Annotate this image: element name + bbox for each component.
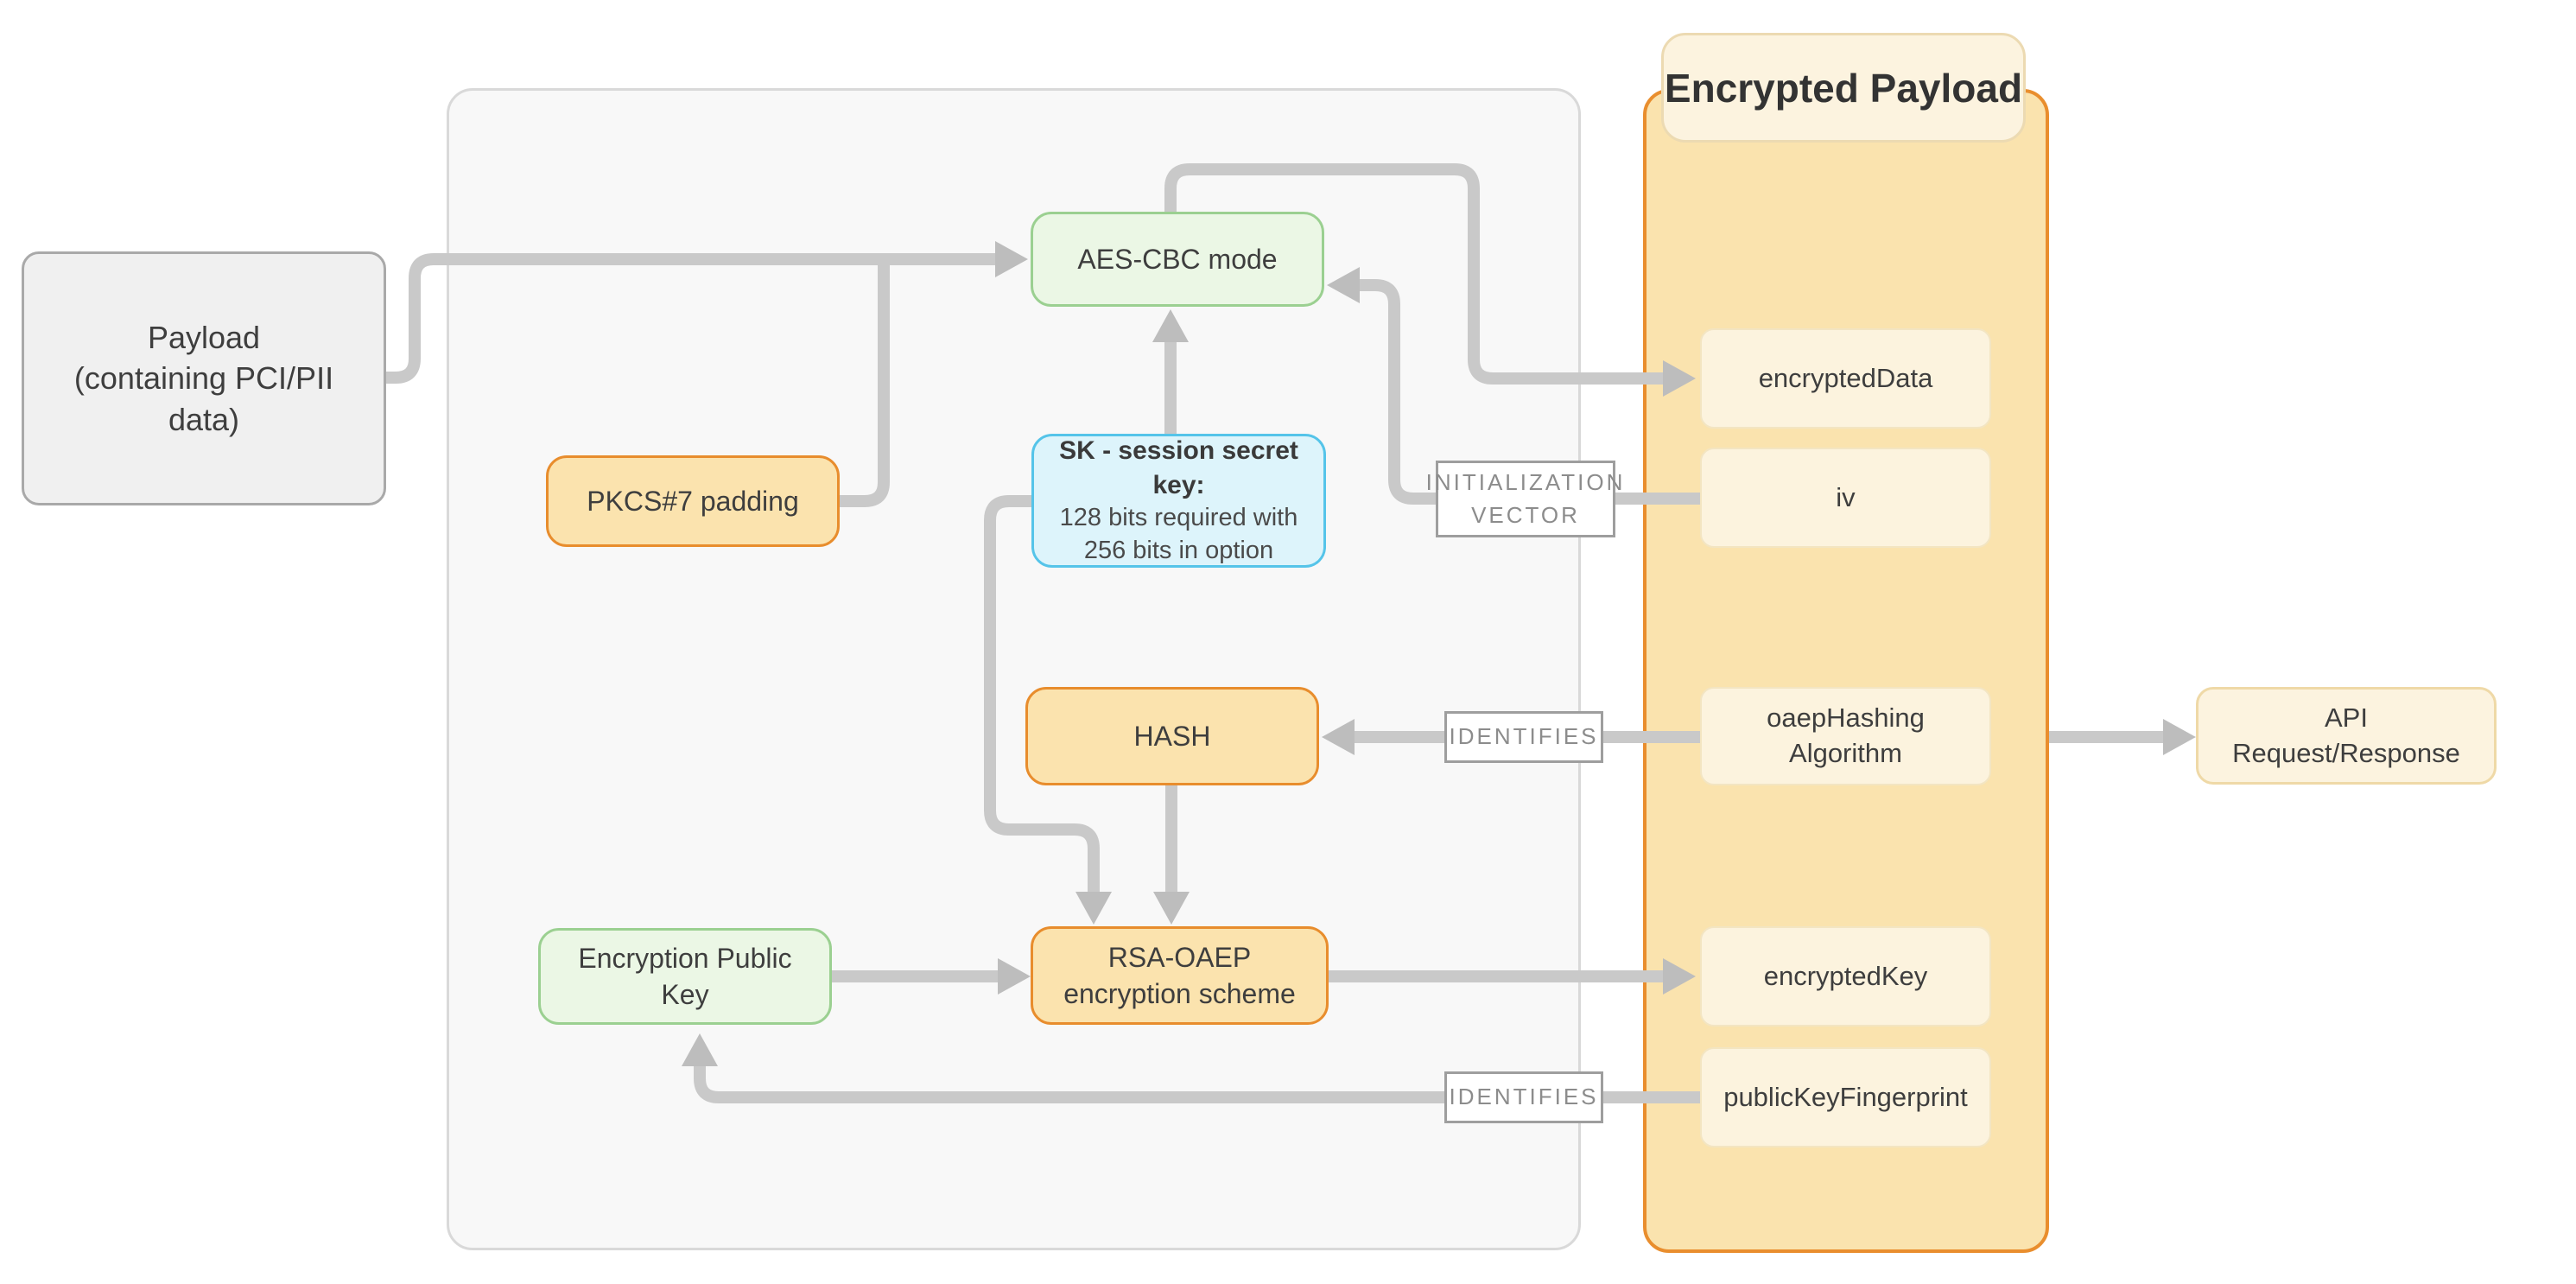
iv-field: iv bbox=[1700, 448, 1991, 548]
encrypted-key-field: encryptedKey bbox=[1700, 926, 1991, 1027]
rsa-oaep-node: RSA-OAEP encryption scheme bbox=[1031, 926, 1329, 1025]
hash-node: HASH bbox=[1025, 687, 1319, 785]
connector-pkcs7-join bbox=[840, 259, 890, 507]
arrowhead-into-hash bbox=[1322, 719, 1355, 755]
connector-payload-to-aes bbox=[386, 253, 995, 384]
arrowhead-into-encryptedkey bbox=[1663, 958, 1696, 995]
encrypted-data-field: encryptedData bbox=[1700, 328, 1991, 429]
connector-iv-to-aes bbox=[1360, 279, 1700, 505]
arrowhead-into-aes-right bbox=[1327, 267, 1360, 303]
identifies-label-hash: IDENTIFIES bbox=[1444, 711, 1603, 763]
session-key-detail: 128 bits required with 256 bits in optio… bbox=[1059, 504, 1298, 565]
oaep-hashing-field: oaepHashing Algorithm bbox=[1700, 687, 1991, 785]
process-container bbox=[447, 88, 1581, 1250]
payload-node: Payload (containing PCI/PII data) bbox=[22, 251, 386, 505]
arrowhead-into-rsa-right bbox=[1153, 892, 1190, 925]
arrowhead-into-api bbox=[2163, 719, 2196, 755]
public-key-fingerprint-field: publicKeyFingerprint bbox=[1700, 1047, 1991, 1147]
identifies-label-key: IDENTIFIES bbox=[1444, 1071, 1603, 1123]
pkcs7-padding-node: PKCS#7 padding bbox=[546, 455, 840, 547]
aes-cbc-node: AES-CBC mode bbox=[1031, 212, 1324, 307]
arrowhead-into-aes-bottom bbox=[1152, 309, 1189, 342]
session-key-title: SK - session secret key: bbox=[1059, 436, 1298, 499]
arrowhead-into-rsa-left bbox=[1075, 892, 1112, 925]
arrowhead-into-encrypteddata bbox=[1663, 360, 1696, 397]
connector-aes-to-encrypteddata bbox=[1164, 163, 1663, 385]
initialization-vector-label: INITIALIZATION VECTOR bbox=[1426, 461, 1622, 537]
encryption-public-key-node: Encryption Public Key bbox=[538, 928, 832, 1025]
arrowhead-into-aes-left bbox=[995, 241, 1028, 277]
connector-sk-to-rsa bbox=[984, 495, 1100, 892]
encrypted-payload-title: Encrypted Payload bbox=[1661, 33, 2026, 143]
arrowhead-into-pubkey bbox=[682, 1033, 718, 1066]
connector-fingerprint-to-pubkey bbox=[694, 1066, 1700, 1103]
arrowhead-into-rsa bbox=[998, 958, 1031, 995]
session-key-node: SK - session secret key: 128 bits requir… bbox=[1031, 434, 1326, 568]
api-request-response-node: API Request/Response bbox=[2196, 687, 2497, 785]
